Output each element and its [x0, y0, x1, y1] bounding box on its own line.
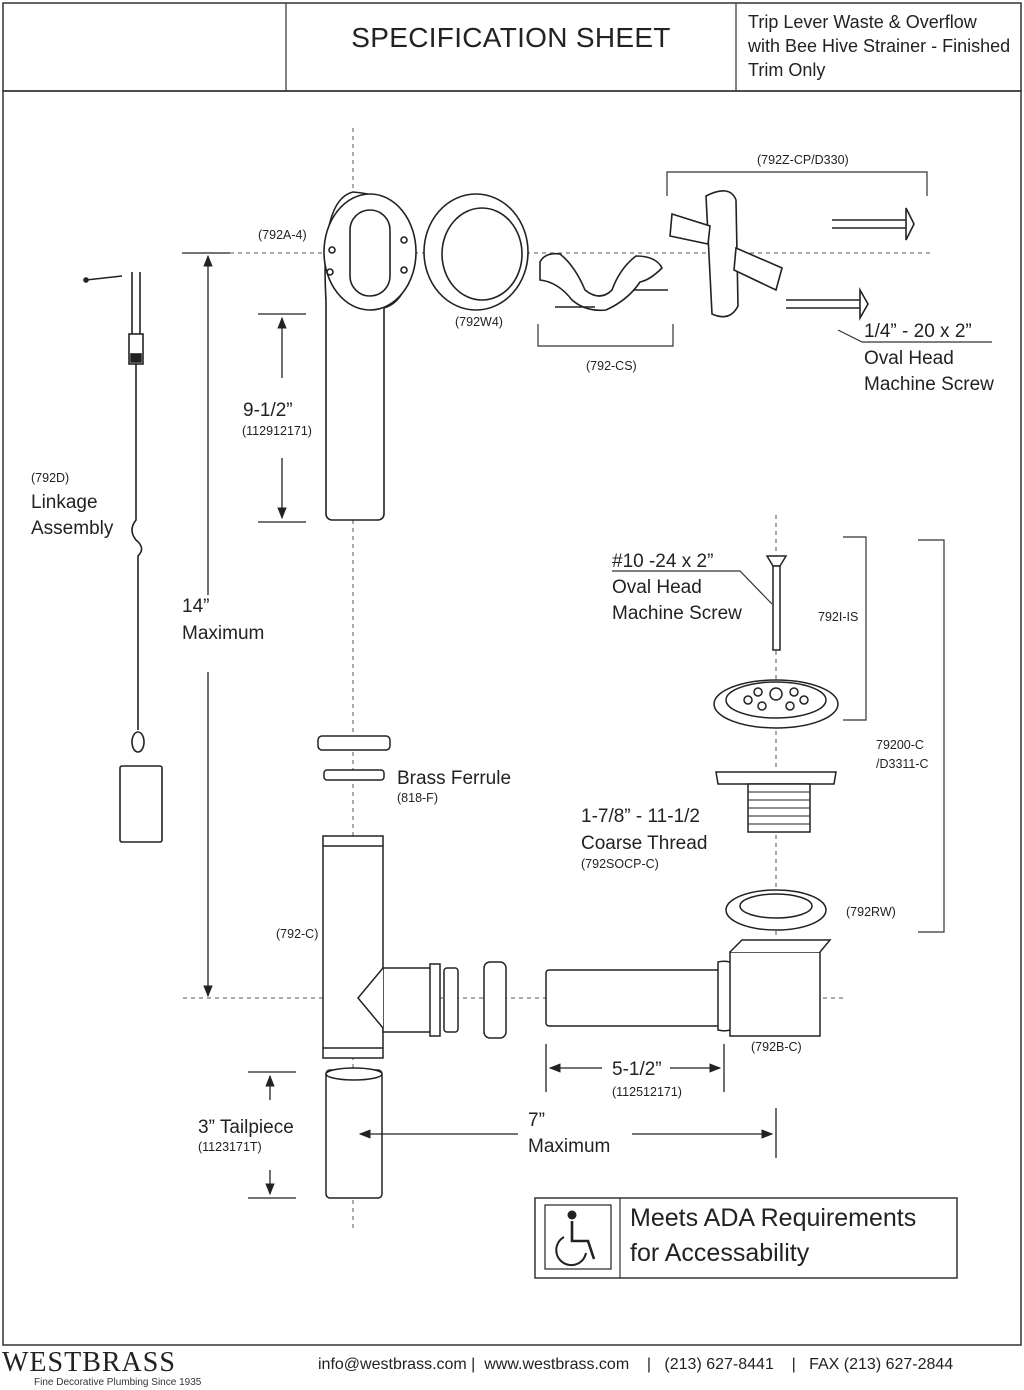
- label-792cs: (792-CS): [586, 359, 637, 373]
- label-1123171t: (1123171T): [198, 1140, 262, 1154]
- label-79200c: 79200-C: [876, 738, 924, 752]
- drain-body: [715, 771, 837, 833]
- label-792socp: (792SOCP-C): [581, 857, 659, 871]
- label-818f: (818-F): [397, 791, 438, 805]
- label-linkage: Linkage: [31, 492, 98, 513]
- ada-frame: [534, 1197, 958, 1279]
- label-coarse-thread: Coarse Thread: [581, 833, 707, 854]
- description-line: with Bee Hive Strainer - Finished: [748, 36, 1011, 56]
- bracket-lines: [537, 171, 992, 933]
- sheet-frame: [2, 90, 1022, 1346]
- strainer: [713, 679, 839, 729]
- label-tailpiece: 3” Tailpiece: [198, 1117, 294, 1138]
- linkage-assembly: [83, 272, 163, 843]
- wheelchair-icon: [544, 1204, 612, 1270]
- product-description: Trip Lever Waste & Overflow with Bee Hiv…: [748, 10, 1024, 82]
- ada-text: Meets ADA Requirements for Accessability: [630, 1201, 916, 1271]
- label-792c: (792-C): [276, 927, 318, 941]
- label-79200c: /D3311-C: [876, 757, 929, 771]
- label-ten-screw: #10 -24 x 2”: [612, 551, 713, 572]
- cover-spacer: [539, 252, 668, 312]
- label-linkage: Assembly: [31, 518, 114, 539]
- contact-info: info@westbrass.com | www.westbrass.com |…: [318, 1356, 954, 1373]
- label-9half: 9-1/2”: [243, 400, 293, 421]
- label-7: Maximum: [528, 1136, 610, 1157]
- header: SPECIFICATION SHEET Trip Lever Waste & O…: [0, 0, 1024, 94]
- dimension-arrows: [182, 252, 777, 1199]
- label-792w4: (792W4): [455, 315, 503, 329]
- label-7: 7”: [528, 1110, 545, 1131]
- label-coarse-thread: 1-7/8” - 11-1/2: [581, 806, 700, 827]
- drain-shoe: [545, 939, 832, 1037]
- brand-tagline: Fine Decorative Plumbing Since 1935: [34, 1377, 202, 1388]
- label-792z: (792Z-CP/D330): [757, 153, 849, 167]
- overflow-elbow: [323, 191, 417, 521]
- label-112912171: (112912171): [242, 424, 312, 438]
- ada-line: Meets ADA Requirements: [630, 1204, 917, 1232]
- label-brass-ferrule: Brass Ferrule: [397, 768, 511, 789]
- label-792d: (792D): [31, 471, 69, 485]
- label-792bc: (792B-C): [751, 1040, 802, 1054]
- center-lines: [183, 128, 930, 1232]
- label-112512171: (112512171): [612, 1085, 682, 1099]
- description-line: Trip Lever Waste & Overflow: [748, 12, 977, 32]
- page-title: SPECIFICATION SHEET: [351, 22, 671, 53]
- label-14: Maximum: [182, 623, 264, 644]
- overflow-plate: [669, 190, 915, 322]
- label-14: 14”: [182, 596, 209, 617]
- rubber-washer: [725, 889, 827, 931]
- label-792a4: (792A-4): [258, 228, 307, 242]
- label-ten-screw: Machine Screw: [612, 603, 742, 624]
- screw-ten: [765, 555, 788, 651]
- label-ten-screw: Oval Head: [612, 577, 702, 598]
- brand-logo: WESTBRASS: [2, 1347, 176, 1378]
- tee-fitting: [317, 735, 507, 1059]
- ada-box: [534, 1197, 958, 1279]
- label-quarter-screw: Oval Head: [864, 348, 954, 369]
- description-line: Trim Only: [748, 60, 826, 80]
- label-5half: 5-1/2”: [612, 1059, 662, 1080]
- overflow-gasket: [423, 193, 529, 311]
- tailpiece: [325, 1067, 383, 1199]
- ada-line: for Accessability: [630, 1239, 810, 1267]
- label-quarter-screw: 1/4” - 20 x 2”: [864, 321, 972, 342]
- label-quarter-screw: Machine Screw: [864, 374, 994, 395]
- label-792iis: 792I-IS: [818, 610, 858, 624]
- label-792rw: (792RW): [846, 905, 896, 919]
